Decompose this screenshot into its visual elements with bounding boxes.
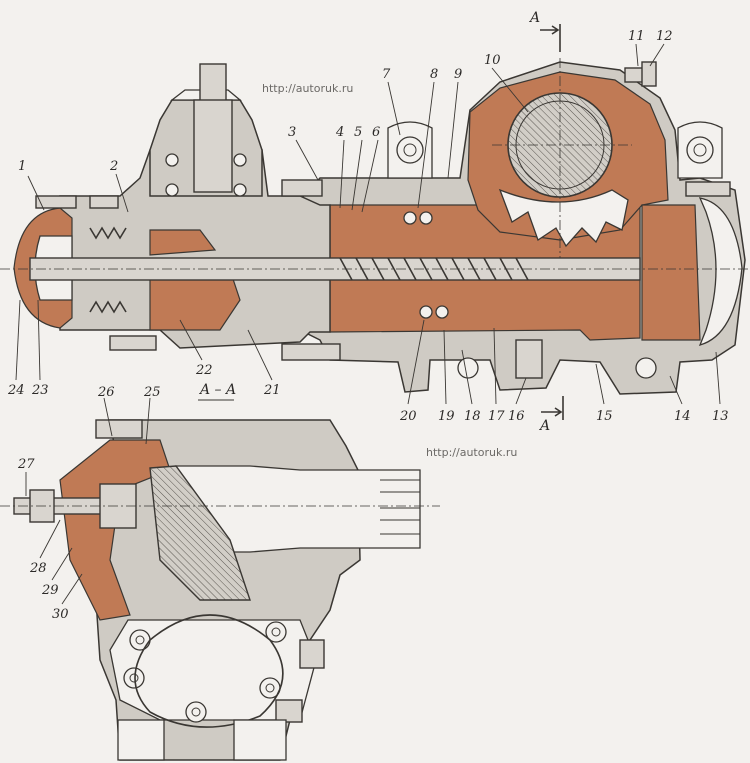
bottom-foot-right xyxy=(233,719,287,761)
callout-numbers: 1 2 3 4 5 6 7 8 9 10 11 12 13 14 15 16 1… xyxy=(7,29,729,622)
callout-2: 2 xyxy=(109,159,118,174)
bleeder-valve xyxy=(624,61,657,87)
lower-mounting-bosses xyxy=(457,357,657,379)
callout-13: 13 xyxy=(712,409,729,424)
upper-longitudinal-section: A A xyxy=(0,10,750,434)
watermark-bottom: http://autoruk.ru xyxy=(426,446,517,459)
section-a-a-view xyxy=(0,419,440,761)
callout-6: 6 xyxy=(372,125,380,140)
worm-shaft xyxy=(0,257,750,281)
callout-5: 5 xyxy=(354,125,362,140)
right-end-cap xyxy=(698,197,743,346)
callout-15: 15 xyxy=(596,409,613,424)
callout-16: 16 xyxy=(508,409,525,424)
end-cover-section xyxy=(641,204,701,341)
callout-11: 11 xyxy=(628,29,645,44)
tower-bearings xyxy=(165,153,247,197)
callout-4: 4 xyxy=(335,125,344,140)
callout-24: 24 xyxy=(7,383,25,398)
callout-25: 25 xyxy=(143,385,161,400)
callout-30: 30 xyxy=(52,607,69,622)
callout-3: 3 xyxy=(288,125,296,140)
reaction-springs xyxy=(89,226,127,314)
callout-22: 22 xyxy=(195,363,213,378)
callout-10: 10 xyxy=(484,53,501,68)
cover-bolts xyxy=(123,621,287,723)
callout-19: 19 xyxy=(438,409,455,424)
housing-bolts xyxy=(35,179,731,361)
callout-1: 1 xyxy=(18,159,26,174)
input-shaft-stub xyxy=(199,63,227,105)
callout-14: 14 xyxy=(674,409,691,424)
bottom-foot-left xyxy=(117,719,165,761)
callout-20: 20 xyxy=(399,409,417,424)
callout-9: 9 xyxy=(454,67,462,82)
section-title: A – A xyxy=(198,382,236,398)
section-mark-bottom: A xyxy=(538,418,550,434)
sector-wedge xyxy=(149,465,251,601)
callout-21: 21 xyxy=(263,383,281,398)
recirculating-balls xyxy=(403,211,449,319)
mounting-lug-right xyxy=(677,121,723,179)
callout-12: 12 xyxy=(656,29,673,44)
watermark-top: http://autoruk.ru xyxy=(262,82,353,95)
callout-28: 28 xyxy=(29,561,47,576)
callout-26: 26 xyxy=(97,385,115,400)
callout-7: 7 xyxy=(382,67,391,82)
port-fitting xyxy=(299,639,325,669)
drain-plug xyxy=(515,339,543,379)
callout-29: 29 xyxy=(41,583,59,598)
callout-27: 27 xyxy=(17,457,35,472)
callout-leaders xyxy=(15,43,721,605)
callout-17: 17 xyxy=(488,409,505,424)
callout-18: 18 xyxy=(464,409,481,424)
section-mark-top: A xyxy=(528,10,540,26)
callout-8: 8 xyxy=(430,67,438,82)
sector-gear xyxy=(492,58,632,258)
callout-23: 23 xyxy=(31,383,49,398)
worm-thread xyxy=(339,257,529,281)
mounting-lug-left xyxy=(387,121,433,179)
